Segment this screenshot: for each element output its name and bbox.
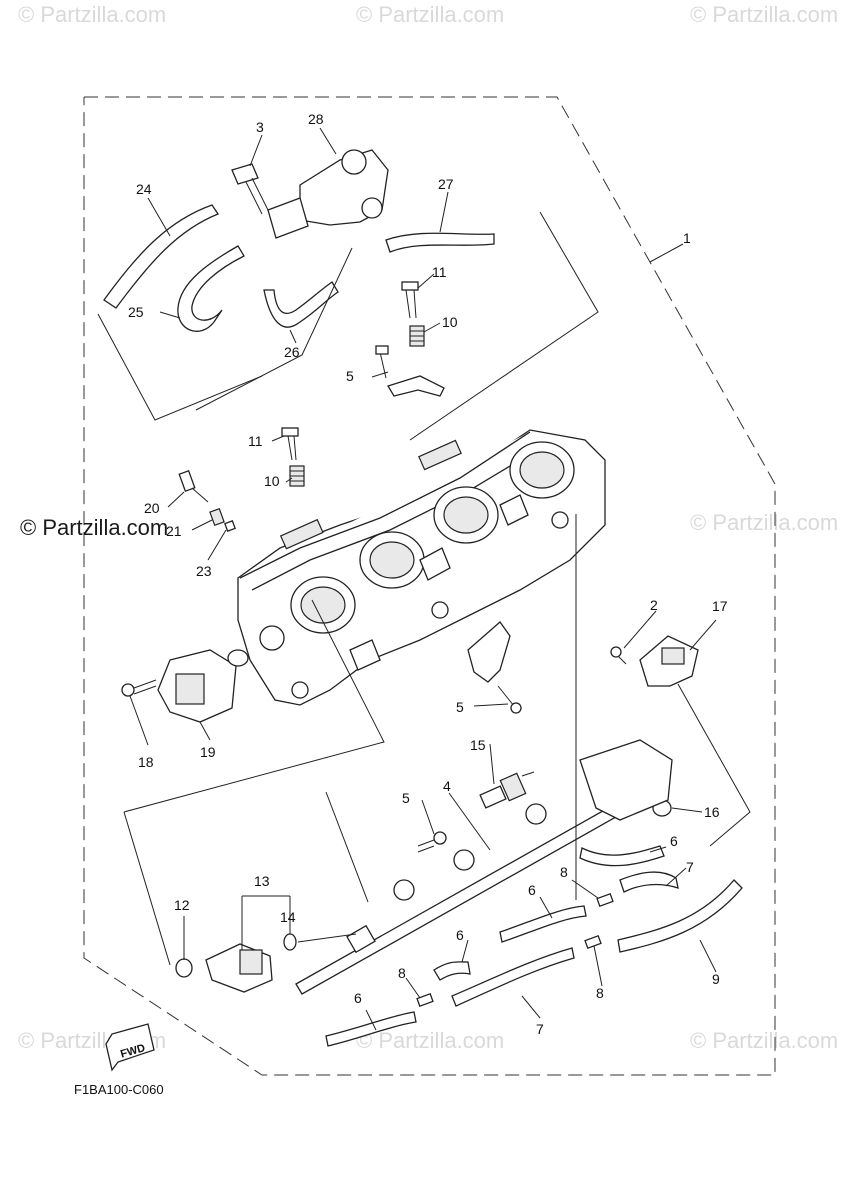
callout-28: 28 <box>308 111 324 127</box>
callout-14: 14 <box>280 909 296 925</box>
hose-part-25 <box>177 245 245 332</box>
assembly-boundary <box>83 96 776 1076</box>
callout-6-a: 6 <box>670 833 678 849</box>
screw-part-20 <box>178 469 209 503</box>
sensor-part-17 <box>639 635 699 687</box>
diagram-code: F1BA100-C060 <box>74 1082 164 1097</box>
callout-8-c: 8 <box>398 965 406 981</box>
callout-7-b: 7 <box>536 1021 544 1037</box>
callout-7-a: 7 <box>686 859 694 875</box>
hose-part-27 <box>385 232 495 253</box>
air-valve-part-28 <box>267 149 389 239</box>
clamp-part-8-a <box>596 893 614 907</box>
hose-part-6-a <box>579 845 665 867</box>
temp-sensor-part-15 <box>479 771 535 809</box>
callout-6-c: 6 <box>456 927 464 943</box>
fwd-arrow-icon: FWD <box>105 1023 155 1072</box>
bolt-part-18 <box>121 679 157 697</box>
leader-lines <box>97 127 751 1031</box>
callout-12: 12 <box>174 897 190 913</box>
callout-27: 27 <box>438 176 454 192</box>
screw-part-2 <box>610 646 627 665</box>
bolt-part-3 <box>231 163 269 215</box>
watermark-bottom-center: © Partzilla.com <box>356 1028 505 1053</box>
watermark-top-left: © Partzilla.com <box>18 2 167 27</box>
callout-5-mid: 5 <box>456 699 464 715</box>
callout-10-top: 10 <box>442 314 458 330</box>
watermark-mid-right: © Partzilla.com <box>690 510 839 535</box>
callout-2: 2 <box>650 597 658 613</box>
callout-16: 16 <box>704 804 720 820</box>
hose-part-24 <box>103 204 219 309</box>
callout-23: 23 <box>196 563 212 579</box>
callout-19: 19 <box>200 744 216 760</box>
spring-part-10-top <box>409 325 425 347</box>
throttle-body-assembly <box>237 429 606 706</box>
o-ring-part-14 <box>283 933 297 951</box>
callout-4: 4 <box>443 778 451 794</box>
fuel-delivery-pipe-part-4 <box>295 739 673 995</box>
screw-part-11-top <box>401 281 419 319</box>
callout-6-d: 6 <box>354 990 362 1006</box>
watermark-dark: © Partzilla.com <box>20 515 169 540</box>
bracket-part-5-mid <box>467 621 522 714</box>
hose-part-9 <box>617 879 743 953</box>
callout-20: 20 <box>144 500 160 516</box>
watermark-bottom-right: © Partzilla.com <box>690 1028 839 1053</box>
callout-8-b: 8 <box>596 985 604 1001</box>
hose-part-7-a <box>619 871 679 893</box>
callout-18: 18 <box>138 754 154 770</box>
hose-part-7-b <box>451 947 575 1007</box>
callout-5-bottom: 5 <box>402 790 410 806</box>
callout-10-mid: 10 <box>264 473 280 489</box>
bracket-part-5-top <box>375 345 445 397</box>
clamp-part-8-b <box>584 935 602 949</box>
callout-11-mid: 11 <box>248 433 263 449</box>
callout-24: 24 <box>136 181 152 197</box>
callout-17: 17 <box>712 598 728 614</box>
callout-11-top: 11 <box>432 264 447 280</box>
callout-25: 25 <box>128 304 144 320</box>
throttle-sensor-part-19 <box>157 649 249 723</box>
hose-part-6-b <box>499 905 587 943</box>
callout-5-top: 5 <box>346 368 354 384</box>
callout-26: 26 <box>284 344 300 360</box>
spring-part-10-mid <box>289 465 305 487</box>
callout-1: 1 <box>683 230 691 246</box>
seal-part-12 <box>175 958 193 978</box>
callout-3: 3 <box>256 119 264 135</box>
washer-part-23 <box>224 520 236 532</box>
injector-part-13 <box>205 943 273 993</box>
callout-13: 13 <box>254 873 270 889</box>
watermark-top-right: © Partzilla.com <box>690 2 839 27</box>
spring-part-21 <box>209 507 225 527</box>
clamp-part-8-c <box>416 993 434 1007</box>
watermark-top-center: © Partzilla.com <box>356 2 505 27</box>
hose-part-6-c <box>433 961 471 981</box>
hose-part-6-d <box>325 1011 417 1047</box>
callout-15: 15 <box>470 737 486 753</box>
screw-part-11-mid <box>281 427 299 461</box>
callout-6-b: 6 <box>528 882 536 898</box>
callout-21: 21 <box>166 523 182 539</box>
bolt-part-5-bottom <box>417 831 447 853</box>
callout-8-a: 8 <box>560 864 568 880</box>
callout-9: 9 <box>712 971 720 987</box>
hose-part-26 <box>263 281 339 328</box>
